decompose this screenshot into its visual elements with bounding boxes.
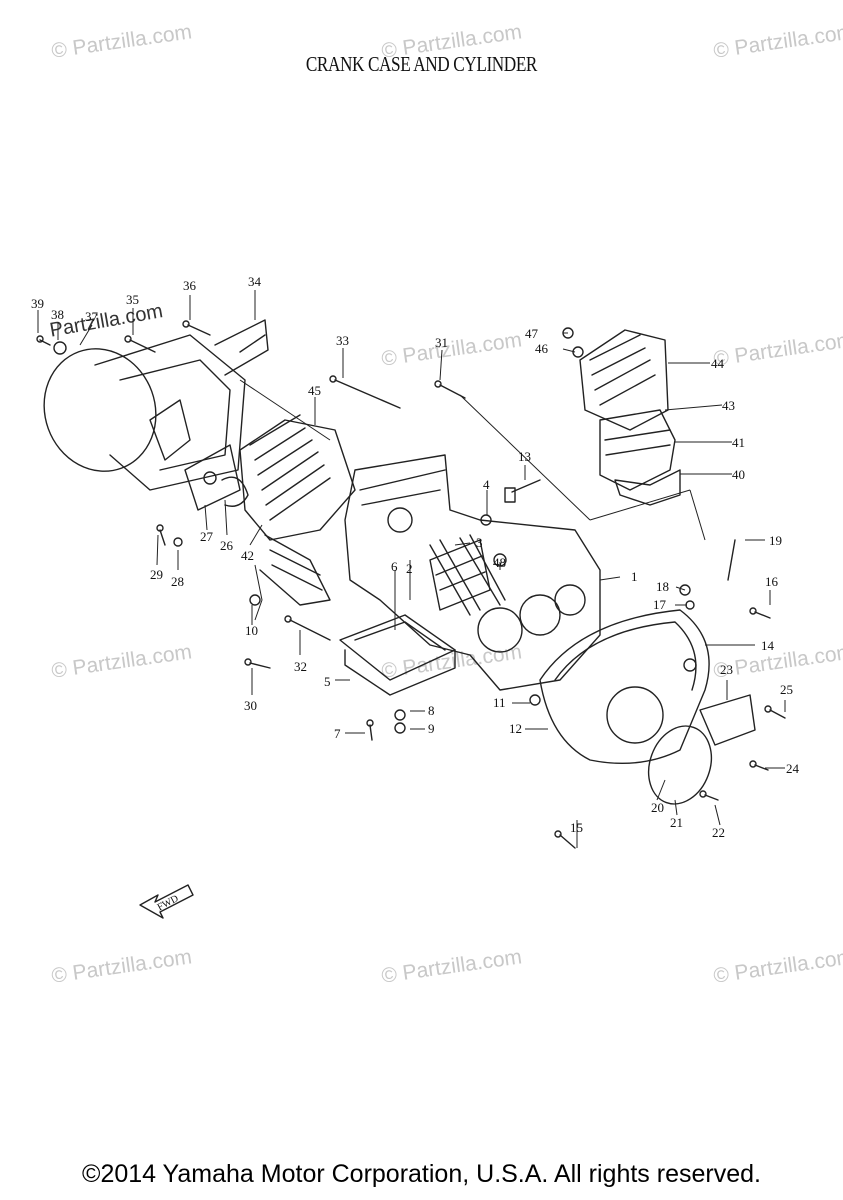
callout-20: 20 <box>651 800 664 815</box>
left-crankcase-cover <box>43 319 269 491</box>
callout-11: 11 <box>493 695 506 710</box>
callout-34: 34 <box>248 274 262 289</box>
callout-18: 18 <box>656 579 669 594</box>
callout-28: 28 <box>171 574 184 589</box>
callout-33: 33 <box>336 333 349 348</box>
callout-9: 9 <box>428 721 435 736</box>
callout-1: 1 <box>631 569 638 584</box>
right-cylinder <box>579 329 681 506</box>
callout-16: 16 <box>765 574 779 589</box>
callout-27: 27 <box>200 529 214 544</box>
callout-41: 41 <box>732 435 745 450</box>
callout-35: 35 <box>126 292 139 307</box>
callout-26: 26 <box>220 538 234 553</box>
callout-22: 22 <box>712 825 725 840</box>
callout-47: 47 <box>525 326 539 341</box>
bolts <box>36 320 786 849</box>
leader-lines <box>37 290 786 848</box>
small-cover-plates <box>647 694 756 805</box>
callout-36: 36 <box>183 278 197 293</box>
callout-42: 42 <box>241 548 254 563</box>
callout-6: 6 <box>391 559 398 574</box>
callout-7: 7 <box>334 726 341 741</box>
cylinder-studs <box>429 534 506 616</box>
callout-13: 13 <box>518 449 531 464</box>
callout-17: 17 <box>653 597 667 612</box>
callout-30: 30 <box>244 698 257 713</box>
callout-15: 15 <box>570 820 583 835</box>
callout-48: 48 <box>493 555 506 570</box>
callout-4: 4 <box>483 477 490 492</box>
callout-21: 21 <box>670 815 683 830</box>
callout-40: 40 <box>732 467 745 482</box>
callout-5: 5 <box>324 674 331 689</box>
callout-39: 39 <box>31 296 44 311</box>
callout-24: 24 <box>786 761 800 776</box>
callout-12: 12 <box>509 721 522 736</box>
callout-29: 29 <box>150 567 163 582</box>
callout-23: 23 <box>720 662 733 677</box>
callout-45: 45 <box>308 383 321 398</box>
callout-37: 37 <box>85 309 99 324</box>
callout-25: 25 <box>780 682 793 697</box>
callout-19: 19 <box>769 533 782 548</box>
callout-43: 43 <box>722 398 735 413</box>
callout-3: 3 <box>476 535 483 550</box>
right-crankcase-cover <box>539 609 710 764</box>
left-cylinder-head <box>239 414 356 606</box>
page-title: CRANK CASE AND CYLINDER <box>305 52 538 76</box>
copyright-footer: ©2014 Yamaha Motor Corporation, U.S.A. A… <box>82 1160 761 1188</box>
crankcase <box>344 454 601 691</box>
callout-31: 31 <box>435 335 448 350</box>
oil-pan <box>339 614 456 696</box>
callout-2: 2 <box>406 561 413 576</box>
callout-32: 32 <box>294 659 307 674</box>
callout-8: 8 <box>428 703 435 718</box>
callout-14: 14 <box>761 638 775 653</box>
gasket-plate <box>184 444 249 511</box>
callout-38: 38 <box>51 307 64 322</box>
callout-10: 10 <box>245 623 258 638</box>
fwd-label: FWD <box>156 893 181 913</box>
callout-46: 46 <box>535 341 549 356</box>
fwd-arrow <box>139 884 194 919</box>
callout-labels: 1 2 3 4 5 6 7 8 9 10 11 12 13 14 15 16 1… <box>31 274 800 913</box>
callout-44: 44 <box>711 356 725 371</box>
